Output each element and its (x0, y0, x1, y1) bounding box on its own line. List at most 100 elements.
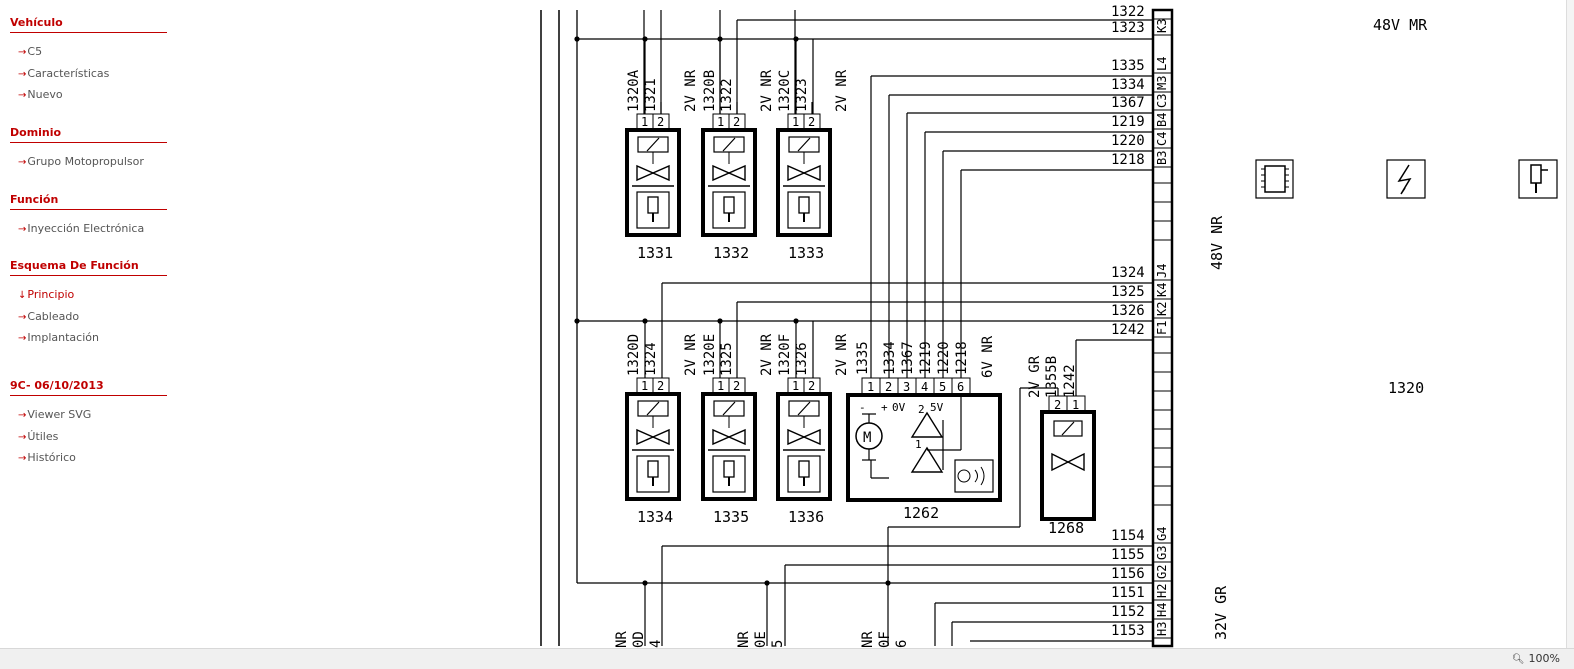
junction-dot (574, 318, 580, 324)
pin-number: 2 (808, 379, 815, 393)
zoom-control[interactable]: 🔍︎100% (1512, 652, 1560, 665)
component-id: 1335 (713, 508, 749, 526)
sidebar-item-label: Características (27, 66, 110, 80)
section-title: Esquema De Función (10, 259, 167, 276)
wire-number: 1325 (1111, 284, 1145, 300)
nozzle-frame (787, 455, 821, 493)
sidebar-item-label: Principio (27, 288, 75, 301)
wire-number: 1154 (1111, 528, 1145, 544)
polarity-label: + (881, 401, 888, 414)
valve-symbol (727, 428, 746, 446)
connector-id: 0F (877, 631, 893, 648)
wire-number: 1335 (1111, 58, 1145, 74)
connector-spec-label: 2V NR (834, 333, 850, 376)
valve-symbol (802, 164, 821, 182)
section-title: 9C- 06/10/2013 (10, 379, 167, 396)
connector-id: 0D (631, 631, 647, 648)
valve-box (1040, 410, 1096, 521)
wire-number: 1334 (1111, 77, 1145, 93)
polarity-label: 5V (930, 401, 944, 414)
sidebar-item[interactable]: →Inyección Electrónica (18, 222, 144, 235)
valve-symbol (1051, 452, 1070, 472)
connector-spec-label: 6V NR (980, 335, 996, 378)
valve-symbol (712, 428, 731, 446)
wire-number: 6 (894, 640, 910, 648)
sidebar-item[interactable]: ↓Principio (18, 288, 74, 301)
wire-number: 1219 (1111, 114, 1145, 130)
magnifier-icon: 🔍︎ (1511, 654, 1525, 665)
junction-dot (642, 318, 648, 324)
component-id: 1334 (637, 508, 673, 526)
sidebar-item[interactable]: →Útiles (18, 430, 58, 443)
valve-symbol (651, 164, 670, 182)
sidebar-item-label: Implantación (27, 331, 99, 344)
arrow-right-icon: → (18, 333, 27, 344)
pin-number: 2 (808, 115, 815, 129)
sidebar-item[interactable]: →Cableado (18, 310, 79, 323)
wire-number: 1156 (1111, 566, 1145, 582)
sidebar-item[interactable]: →Nuevo (18, 88, 63, 101)
nozzle-frame (636, 191, 670, 229)
injector-icon (1518, 159, 1558, 199)
wire-number: 1322 (719, 78, 735, 112)
wire (722, 137, 736, 152)
pin-number: 1 (1072, 398, 1079, 412)
coil-symbol (1053, 420, 1083, 437)
wire-number: 1334 (882, 341, 898, 375)
wire-number: 5 (770, 640, 786, 648)
wire-number: 1321 (643, 78, 659, 112)
connector-pin-label: M3 (1155, 76, 1169, 90)
nozzle-frame (787, 191, 821, 229)
wire-number: 1220 (1111, 133, 1145, 149)
sidebar-item-label: Grupo Motopropulsor (27, 155, 144, 168)
pin-number: 2 (885, 380, 892, 394)
connector-spec-label: 48V MR (1373, 16, 1428, 34)
chip-body (1264, 165, 1286, 193)
injector-box (776, 128, 832, 237)
connector-pin-label: J4 (1155, 264, 1169, 278)
sidebar-item[interactable]: →Características (18, 67, 109, 80)
sidebar-item[interactable]: →Viewer SVG (18, 408, 91, 421)
connector-spec-label: NR (614, 631, 630, 648)
wire-number: 1322 (1111, 4, 1145, 20)
sidebar-item[interactable]: →Histórico (18, 451, 76, 464)
junction-dot (642, 580, 648, 586)
sidebar-item[interactable]: →Implantación (18, 331, 99, 344)
polarity-label: 1 (915, 438, 922, 451)
pin-number: 2 (733, 115, 740, 129)
connector-pin-label: H3 (1155, 622, 1169, 636)
polarity-label: 0V (892, 401, 906, 414)
wire-number: 1152 (1111, 604, 1145, 620)
wire-number: 4 (648, 640, 664, 648)
sidebar-item[interactable]: →C5 (18, 45, 42, 58)
connector-spec-label: NR (736, 631, 752, 648)
sidebar-item-label: Inyección Electrónica (27, 222, 145, 235)
wire-number: 1326 (1111, 303, 1145, 319)
connector-pin-label: G3 (1155, 546, 1169, 560)
wire-number: 1219 (918, 341, 934, 375)
injector-box (625, 392, 681, 501)
nozzle-frame (636, 455, 670, 493)
connector-spec-label: 2V NR (683, 69, 699, 112)
connector-pin-label: H2 (1155, 584, 1169, 598)
pin-number: 1 (641, 115, 648, 129)
pin-number: 1 (717, 115, 724, 129)
junction-dot (717, 318, 723, 324)
wire-number: 1218 (954, 341, 970, 375)
pin-number: 2 (733, 379, 740, 393)
ecu-chip-icon (1255, 159, 1294, 199)
section-title: Función (10, 193, 167, 210)
wire-number: 1326 (794, 342, 810, 376)
connector-pin-label: C3 (1155, 94, 1169, 108)
wire-number: 1151 (1111, 585, 1145, 601)
component-id: 1262 (903, 504, 939, 522)
vertical-scrollbar[interactable] (1566, 0, 1574, 648)
wire (646, 401, 660, 416)
pin-number: 2 (1054, 398, 1061, 412)
valve-symbol (712, 164, 731, 182)
sidebar-item[interactable]: →Grupo Motopropulsor (18, 155, 144, 168)
connector-pin-label: F1 (1155, 321, 1169, 335)
wire-number: 1367 (1111, 95, 1145, 111)
